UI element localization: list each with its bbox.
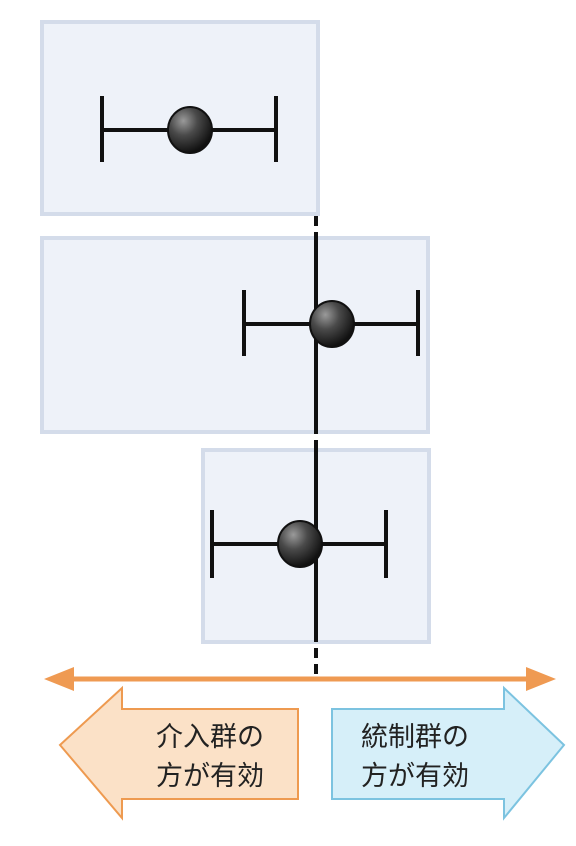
intervention-better-arrow: 介入群の 方が有効 xyxy=(58,685,299,821)
study-2-point xyxy=(309,300,355,348)
study-panel-2 xyxy=(40,236,430,434)
study-1-interval xyxy=(100,96,278,162)
study-1-point xyxy=(167,106,213,154)
study-3-point xyxy=(277,520,323,568)
study-2-interval xyxy=(242,290,420,356)
right-label-line1: 統制群の xyxy=(361,722,469,753)
right-label-line2: 方が有効 xyxy=(361,761,469,792)
study-3-interval xyxy=(210,510,388,578)
axis-double-arrow xyxy=(44,667,556,691)
left-label-line2: 方が有効 xyxy=(156,761,264,792)
left-label-line1: 介入群の xyxy=(156,722,264,753)
control-better-arrow: 統制群の 方が有効 xyxy=(331,685,566,821)
